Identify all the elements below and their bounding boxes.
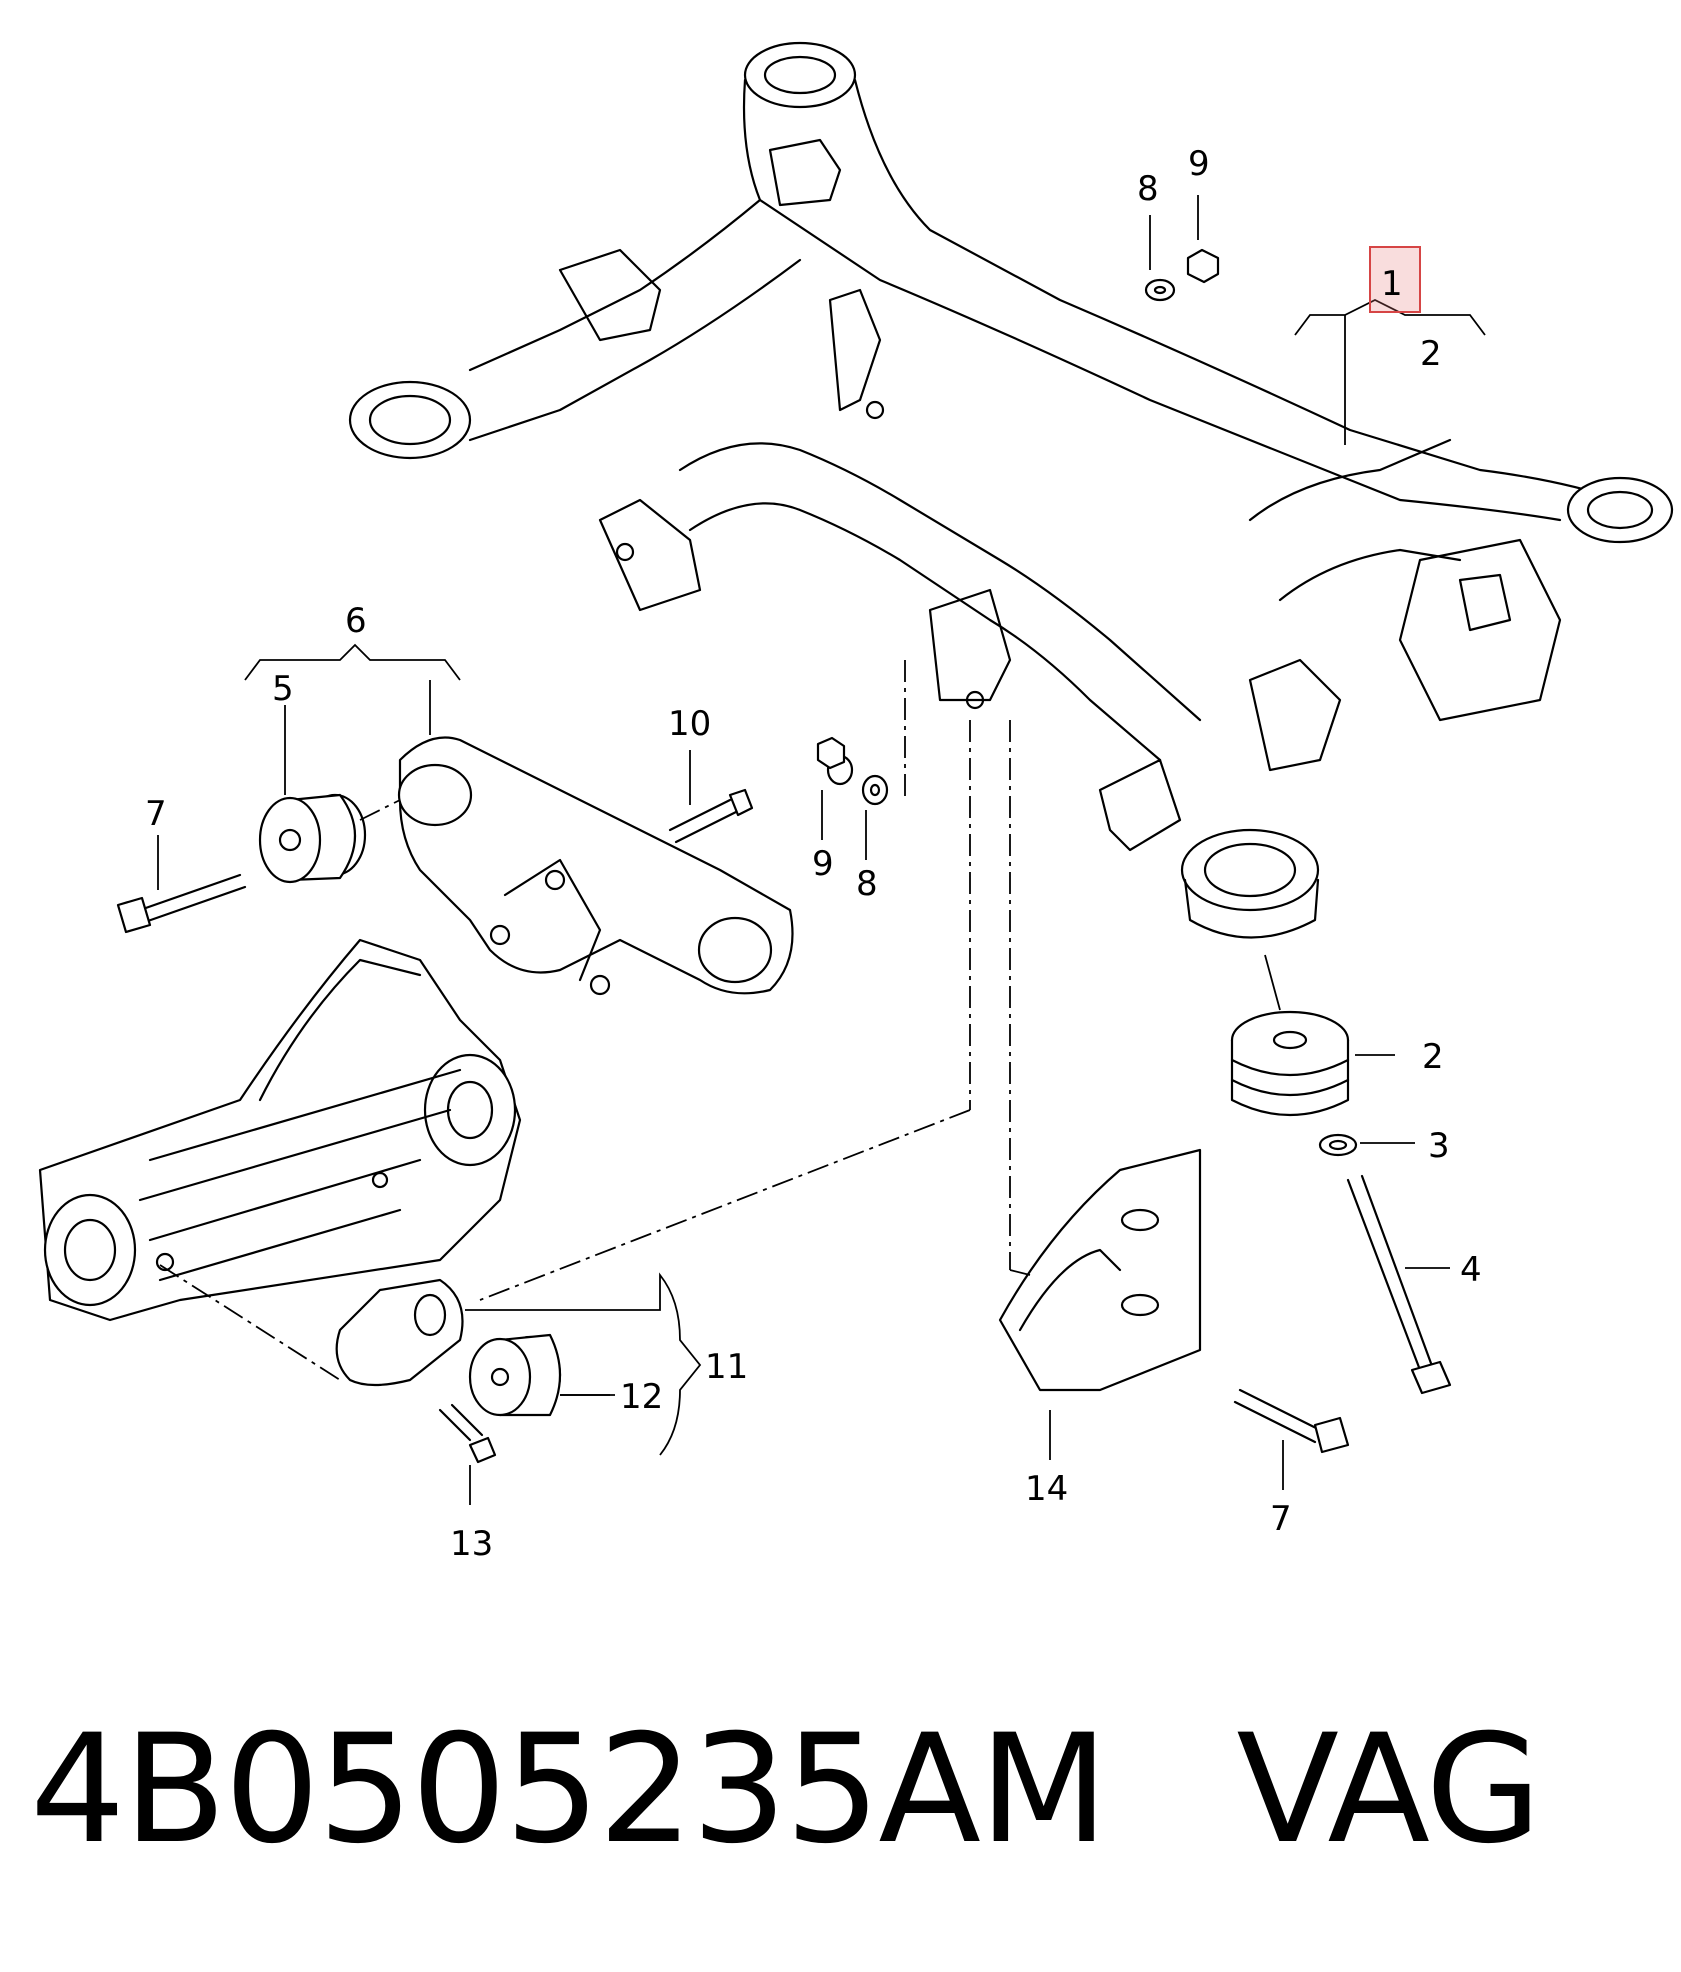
assembly-lines <box>159 660 1031 1381</box>
callout-8-mid: 8 <box>856 864 878 904</box>
front-diff-mount <box>335 1278 562 1464</box>
highlight-box-part-1 <box>1369 246 1421 313</box>
callout-14: 14 <box>1025 1469 1068 1509</box>
callout-3: 3 <box>1428 1126 1450 1166</box>
callout-12: 12 <box>620 1377 663 1417</box>
callout-6: 6 <box>345 601 367 641</box>
differential-drawing <box>38 938 522 1322</box>
callout-9-mid: 9 <box>812 844 834 884</box>
leader-lines <box>157 195 1486 1505</box>
callout-10: 10 <box>668 704 711 744</box>
callout-5: 5 <box>272 669 294 709</box>
callout-7-left: 7 <box>145 794 167 834</box>
bush-stack-right <box>1230 954 1452 1395</box>
subframe-drawing <box>348 41 1674 939</box>
callout-13: 13 <box>450 1524 493 1564</box>
diff-mount-bracket <box>116 736 794 996</box>
exploded-parts-diagram: 1 2 2 3 4 5 6 7 7 8 8 9 9 10 11 12 13 14 <box>38 41 1674 1564</box>
brand-name: VAG <box>1236 1703 1541 1877</box>
callout-1: 1 <box>1381 264 1403 304</box>
callout-9-top: 9 <box>1188 144 1210 184</box>
heat-shield-drawing <box>998 1148 1350 1454</box>
callout-7-bottom: 7 <box>1270 1499 1292 1539</box>
callout-11: 11 <box>705 1347 748 1387</box>
callout-2-right: 2 <box>1422 1037 1444 1077</box>
footer-caption: 4B0505235AM VAG <box>30 1690 1670 1890</box>
nuts-and-washers <box>816 248 1220 806</box>
part-number: 4B0505235AM <box>30 1703 1108 1877</box>
callout-4: 4 <box>1460 1250 1482 1290</box>
callout-2-top: 2 <box>1420 334 1442 374</box>
callout-8-top: 8 <box>1137 169 1159 209</box>
